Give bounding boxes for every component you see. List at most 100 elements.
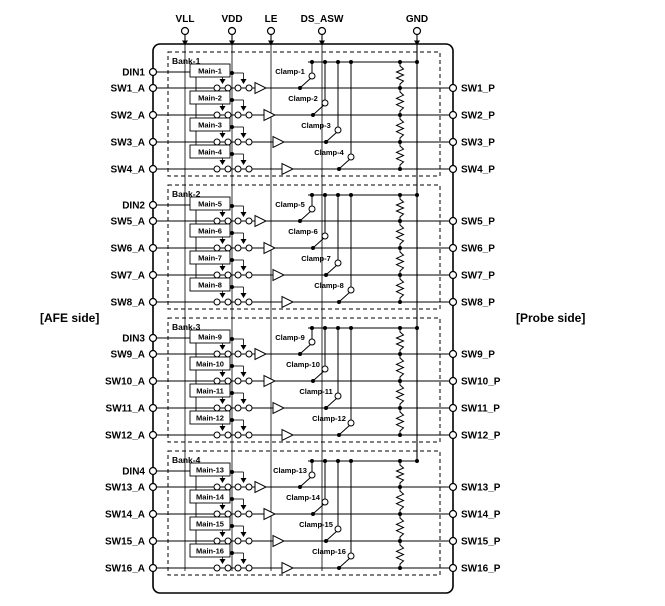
top-terminal-circle: [317, 26, 327, 36]
junction-dot: [230, 364, 234, 368]
output-port-label: SW4_P: [461, 165, 495, 176]
junction-dot: [398, 566, 402, 570]
main-switch-label: Main-4: [198, 148, 223, 157]
main-switch-box: [189, 144, 231, 159]
contact-circle: [213, 377, 221, 385]
main-switch-label: Main-12: [196, 414, 224, 423]
input-port-label: SW14_A: [105, 510, 145, 521]
arrowhead-icon: [219, 505, 226, 510]
terminal-circle: [448, 376, 458, 386]
junction-dot: [298, 219, 302, 223]
junction-dot: [230, 71, 234, 75]
bank-box: [167, 51, 441, 177]
terminal-circle: [148, 83, 158, 93]
contact-circle: [224, 165, 232, 173]
terminal-circle: [148, 297, 158, 307]
terminal-circle: [448, 509, 458, 519]
arrowhead-icon: [219, 239, 226, 244]
junction-dot: [398, 246, 402, 250]
input-port-label: SW10_A: [105, 377, 145, 388]
main-switch-label: Main-8: [198, 281, 222, 290]
terminal-circle: [148, 430, 158, 440]
contact-circle: [245, 564, 253, 572]
contact-circle: [245, 377, 253, 385]
junction-dot: [398, 379, 402, 383]
contact-circle: [321, 365, 329, 373]
contact-circle: [347, 286, 355, 294]
resistor-symbol: [395, 221, 405, 248]
arrowhead-icon: [219, 372, 226, 377]
junction-dot: [323, 326, 327, 330]
arrowhead-icon: [414, 40, 420, 46]
main-switch-box: [189, 277, 231, 292]
top-terminal-label: VLL: [176, 14, 195, 25]
junction-dot: [398, 86, 402, 90]
output-port-label: SW15_P: [461, 537, 501, 548]
main-switch-box: [189, 410, 231, 425]
bank-label: Bank-4: [172, 455, 201, 465]
arrowhead-icon: [219, 345, 226, 350]
terminal-circle: [448, 563, 458, 573]
arrowhead-icon: [219, 559, 226, 564]
main-switch-label: Main-6: [198, 227, 222, 236]
arrowhead-icon: [240, 478, 247, 483]
junction-dot: [298, 86, 302, 90]
contact-circle: [224, 431, 232, 439]
contact-circle: [224, 404, 232, 412]
junction-dot: [336, 459, 340, 463]
junction-dot: [349, 193, 353, 197]
junction-dot: [230, 524, 234, 528]
contact-circle: [213, 483, 221, 491]
junction-dot: [298, 352, 302, 356]
terminal-circle: [148, 164, 158, 174]
terminal-circle: [448, 297, 458, 307]
terminal-circle: [148, 563, 158, 573]
junction-dot: [230, 98, 234, 102]
contact-circle: [213, 510, 221, 518]
chip-outline: [152, 43, 454, 594]
junction-dot: [398, 512, 402, 516]
terminal-circle: [448, 164, 458, 174]
arrowhead-icon: [240, 212, 247, 217]
junction-dot: [230, 204, 234, 208]
contact-circle: [213, 298, 221, 306]
input-port-label: SW7_A: [111, 271, 145, 282]
contact-circle: [224, 377, 232, 385]
buffer-icon: [263, 241, 277, 255]
main-switch-box: [189, 383, 231, 398]
terminal-circle: [448, 482, 458, 492]
contact-circle: [234, 138, 242, 146]
junction-dot: [398, 273, 402, 277]
main-switch-box: [189, 90, 231, 105]
terminal-circle: [448, 216, 458, 226]
output-port-label: SW3_P: [461, 138, 495, 149]
contact-circle: [234, 165, 242, 173]
main-switch-box: [189, 516, 231, 531]
resistor-symbol: [395, 248, 405, 275]
terminal-circle: [448, 536, 458, 546]
contact-circle: [224, 111, 232, 119]
terminal-circle: [148, 536, 158, 546]
contact-circle: [245, 271, 253, 279]
contact-circle: [321, 99, 329, 107]
contact-circle: [224, 217, 232, 225]
arrowhead-icon: [240, 426, 247, 431]
input-port-label: SW8_A: [111, 298, 145, 309]
junction-dot: [310, 326, 314, 330]
contact-circle: [347, 552, 355, 560]
top-terminal-label: DS_ASW: [301, 14, 344, 25]
arrowhead-icon: [182, 40, 188, 46]
junction-dot: [323, 459, 327, 463]
arrowhead-icon: [219, 106, 226, 111]
arrowhead-icon: [268, 40, 274, 46]
clamp-arm: [313, 104, 325, 115]
contact-circle: [234, 537, 242, 545]
output-port-label: SW16_P: [461, 564, 501, 575]
output-port-label: SW14_P: [461, 510, 501, 521]
buffer-icon: [254, 214, 268, 228]
clamp-arm: [300, 77, 312, 88]
contact-circle: [213, 165, 221, 173]
clamp-switch-label: Clamp-12: [312, 414, 346, 423]
clamp-switch-label: Clamp-16: [312, 547, 346, 556]
buffer-icon: [263, 507, 277, 521]
